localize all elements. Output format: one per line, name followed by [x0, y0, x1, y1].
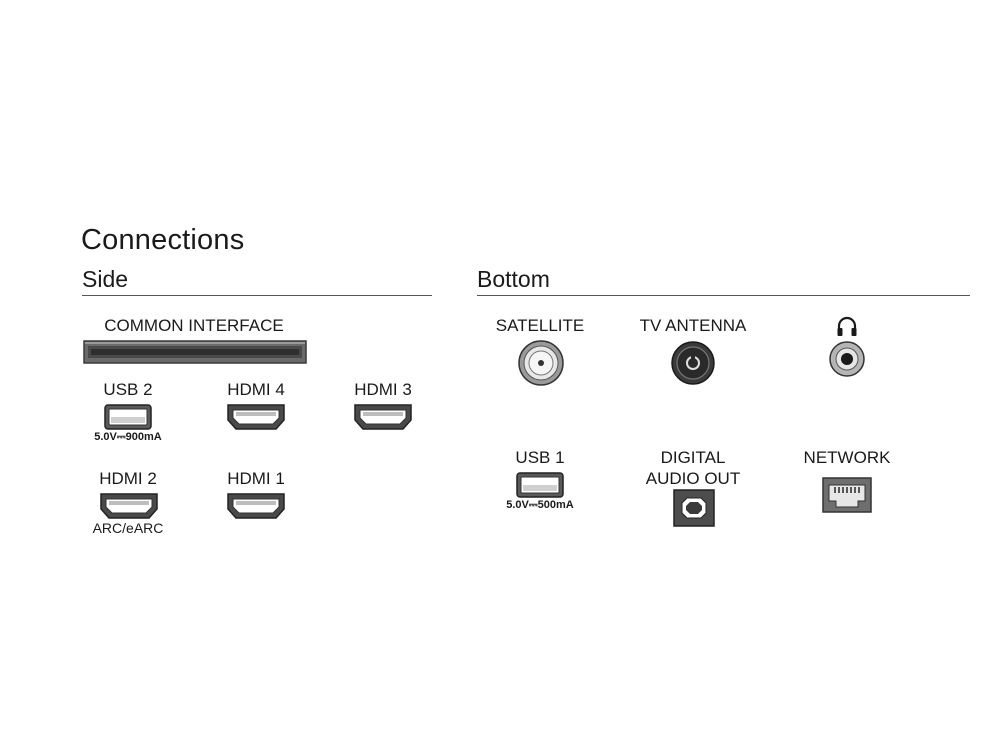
bottom-divider [477, 295, 970, 296]
ethernet-port-icon [822, 477, 872, 513]
hdmi2-label: HDMI 2 [99, 469, 157, 488]
common-interface-label: COMMON INTERFACE [104, 316, 284, 335]
side-divider [82, 295, 432, 296]
usb2-spec: 5.0V⎓900mA [94, 431, 162, 443]
hdmi4-label: HDMI 4 [227, 380, 285, 399]
hdmi2-arc-note: ARC/eARC [92, 520, 164, 536]
antenna-connector-icon [671, 341, 715, 385]
hdmi3-label: HDMI 3 [354, 380, 412, 399]
hdmi-port-icon [227, 493, 285, 519]
usb-a-port-icon [104, 404, 152, 430]
hdmi-port-icon [227, 404, 285, 430]
satellite-label: SATELLITE [495, 316, 585, 335]
headphones-icon [837, 316, 857, 336]
hdmi-port-icon [354, 404, 412, 430]
hdmi-port-icon [100, 493, 158, 519]
side-heading: Side [82, 266, 129, 292]
network-label: NETWORK [803, 448, 891, 467]
usb1-spec: 5.0V⎓500mA [506, 499, 574, 511]
optical-port-icon [673, 489, 715, 527]
headphone-jack-icon [829, 341, 865, 377]
bottom-heading: Bottom [477, 266, 550, 292]
usb-a-port-icon [516, 472, 564, 498]
satellite-connector-icon [518, 340, 564, 386]
usb2-label: USB 2 [103, 380, 153, 399]
usb1-label: USB 1 [515, 448, 565, 467]
digital-audio-out-label-line1: DIGITAL [660, 448, 726, 467]
tv-antenna-label: TV ANTENNA [639, 316, 747, 335]
common-interface-slot-icon [83, 340, 307, 364]
digital-audio-out-label-line2: AUDIO OUT [645, 469, 741, 488]
hdmi1-label: HDMI 1 [227, 469, 285, 488]
page-title: Connections [81, 224, 245, 256]
